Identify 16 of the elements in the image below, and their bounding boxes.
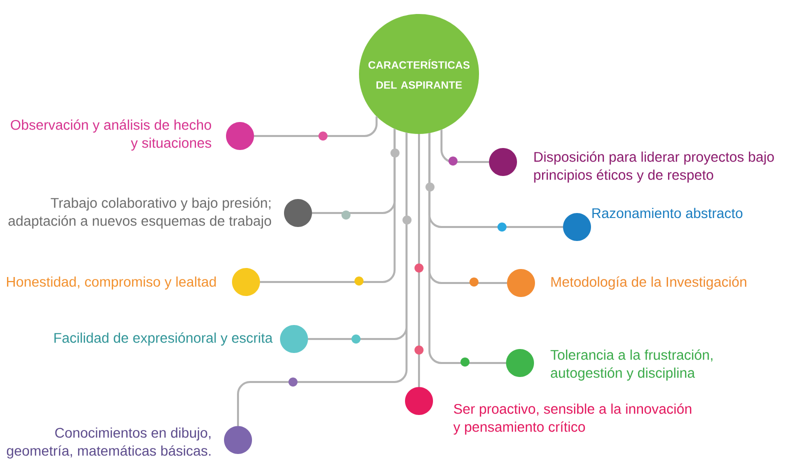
item-label: Conocimientos en dibujo, geometría, matemáticas básicas. <box>6 427 210 459</box>
item-label: Razonamiento abstracto <box>592 208 742 218</box>
connector-line <box>237 132 408 426</box>
item-label: Metodología de la Investigación <box>551 276 746 290</box>
item-label: Disposición para liderar proyectos bajo principios éticos y de respeto <box>534 151 774 183</box>
item-label: Ser proactivo, sensible a la innovación y pensamiento crítico <box>453 403 692 435</box>
connector-line <box>254 116 378 137</box>
item-label: Trabajo colaborativo y bajo presión; adaptación a nuevos esquemas de trabajo <box>8 197 272 229</box>
connector-line <box>428 133 506 364</box>
item-label: Honestidad, compromiso y lealtad <box>7 276 216 290</box>
connector-line <box>260 128 396 283</box>
item-label: Observación y análisis de hecho y situaciones <box>10 119 212 151</box>
item-label: Facilidad de expresiónoral y escrita <box>54 332 273 346</box>
item-label: Tolerancia a la frustración, autogestión y disciplina <box>550 349 712 381</box>
connector-line <box>418 134 420 387</box>
connector-line <box>440 130 489 163</box>
